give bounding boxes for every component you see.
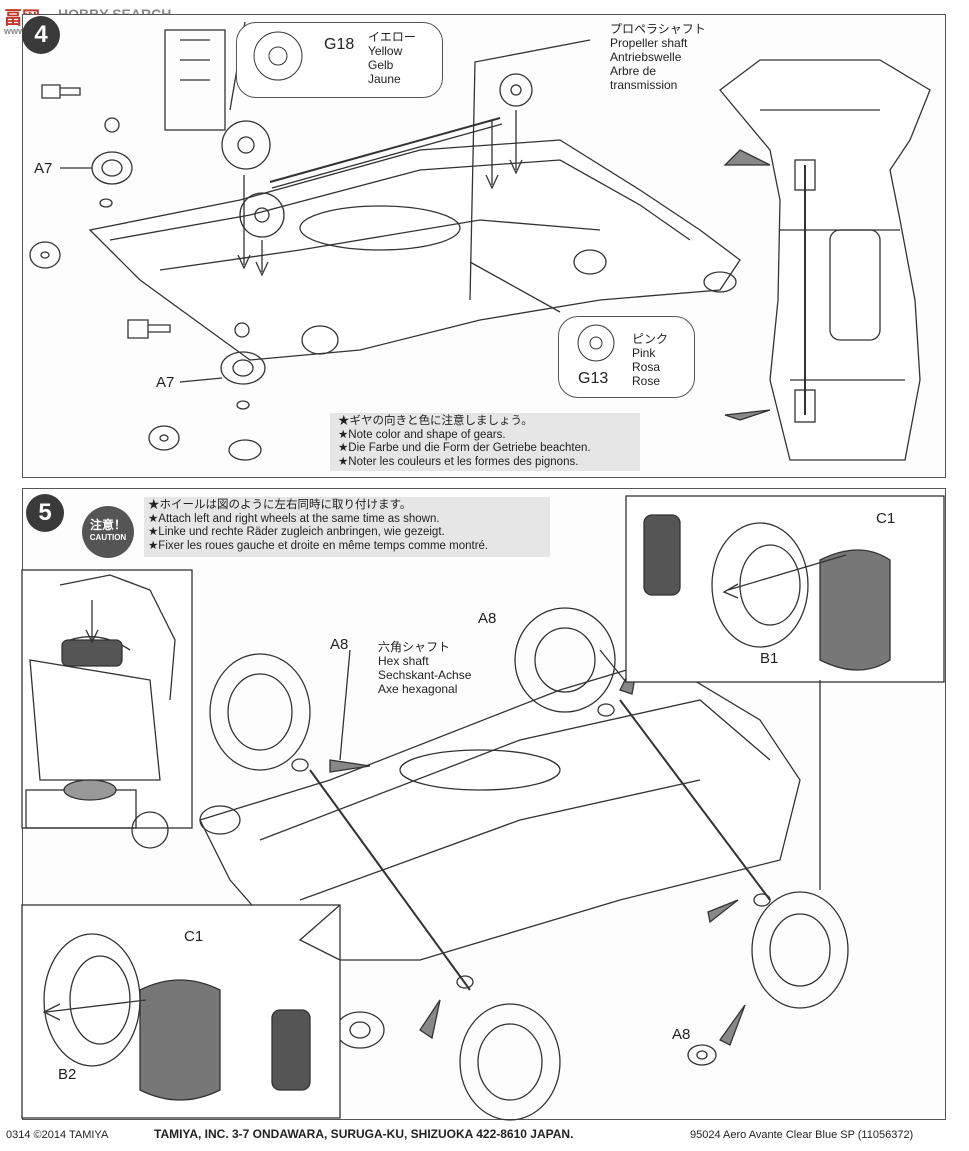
- step4-notes-bg: [330, 413, 640, 471]
- a7-label-top: A7: [34, 160, 53, 177]
- step5-notes: ★ホイールは図のように左右同時に取り付けます。 ★Attach left and…: [148, 499, 489, 552]
- footer-code: 0314 ©2014 TAMIYA: [6, 1129, 109, 1141]
- g13-code: G13: [578, 370, 609, 387]
- footer-address: TAMIYA, INC. 3-7 ONDAWARA, SURUGA-KU, SH…: [154, 1127, 574, 1141]
- step5-notes-bg: [144, 497, 550, 557]
- a8-label-bottom: A8: [672, 1026, 691, 1043]
- caution-badge: 注意！ CAUTION: [82, 506, 134, 558]
- b1-label: B1: [760, 650, 779, 667]
- g18-text: イエロー Yellow Gelb Jaune: [368, 30, 416, 86]
- caution-jp: 注意！: [89, 518, 126, 532]
- c1-label-bottom: C1: [184, 928, 204, 945]
- step5-number: 5: [26, 494, 64, 532]
- b2-label: B2: [58, 1066, 77, 1083]
- g18-code: G18: [324, 36, 355, 53]
- g13-text: ピンク Pink Rosa Rose: [632, 332, 669, 388]
- a8-label-left: A8: [330, 636, 349, 653]
- propeller-shaft-label: プロペラシャフト Propeller shaft Antriebswelle A…: [610, 22, 706, 92]
- g13-callout: [558, 316, 695, 398]
- step4-notes: ★ギヤの向きと色に注意しましょう。 ★Note color and shape …: [338, 415, 591, 468]
- c1-label-top: C1: [876, 510, 896, 527]
- footer-product: 95024 Aero Avante Clear Blue SP (1105637…: [690, 1129, 914, 1141]
- a8-label-top: A8: [478, 610, 497, 627]
- g18-callout: [236, 22, 443, 98]
- step4-number: 4: [22, 16, 60, 54]
- hex-shaft-label: 六角シャフト Hex shaft Sechskant-Achse Axe hex…: [378, 640, 472, 696]
- a7-label-bottom: A7: [156, 374, 175, 391]
- caution-en: CAUTION: [89, 533, 127, 542]
